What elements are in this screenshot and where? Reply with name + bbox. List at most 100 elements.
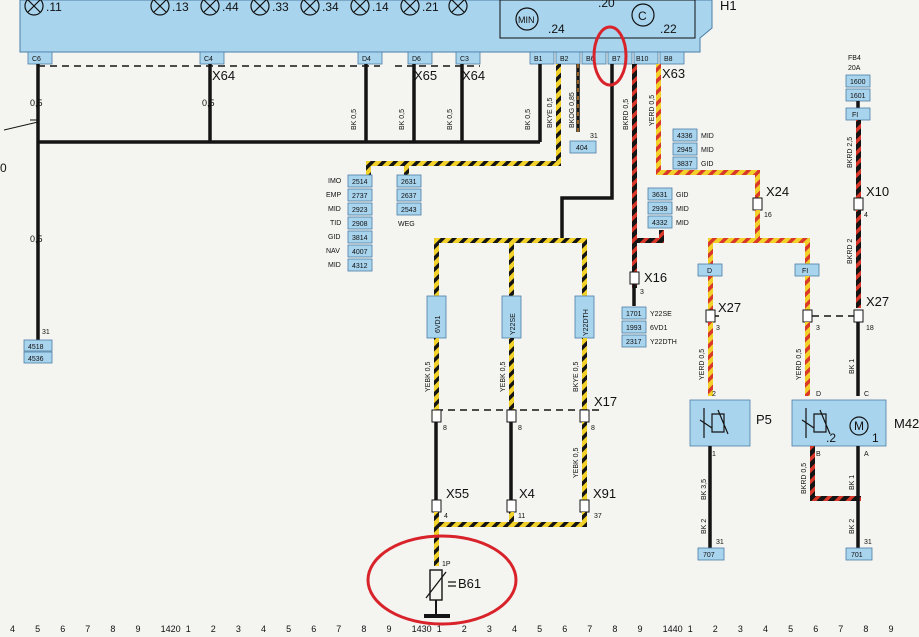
pin-label: B10: [636, 56, 649, 63]
wire-b10-branch: [632, 238, 664, 243]
ground-code: 707: [703, 552, 715, 559]
wire-label: BKRD 0,5: [801, 463, 808, 494]
variant-label: TID: [330, 220, 341, 227]
wire-label: BK 0,5: [447, 109, 454, 130]
pin-number: 8: [518, 425, 522, 432]
wire-b8-yerd: [656, 64, 661, 174]
ruler-number: 3: [487, 624, 492, 634]
wire-label: YERD 0,5: [699, 349, 706, 380]
variant-code: 3837: [677, 161, 693, 168]
sensor-b61-icon: [424, 569, 456, 618]
variant-code: 1993: [626, 325, 642, 332]
wire-b2-drop-a: [366, 161, 371, 175]
ruler-number: 4: [10, 624, 15, 634]
wire-label: BK 0,5: [351, 109, 358, 130]
cluster-lamps: .11 .13 .44 .33 .34 .14 .21: [24, 0, 468, 16]
ruler-number: 4: [763, 624, 768, 634]
ruler-number: 2: [713, 624, 718, 634]
variant-label: IMO: [328, 178, 342, 185]
variant-code: 2939: [652, 206, 668, 213]
wire-label: YERD 0,5: [796, 349, 803, 380]
gauge-module: [499, 0, 696, 39]
ground-code: 701: [851, 552, 863, 559]
variant-code: 4312: [352, 263, 368, 270]
x16-connector-icon: [629, 271, 640, 285]
motor-label: M: [854, 419, 864, 433]
x24-label: X24: [766, 184, 789, 199]
wire-d-down: [708, 276, 713, 310]
component-p5: [689, 399, 751, 447]
lamp-label: .44: [222, 0, 239, 14]
ruler-number: 7: [838, 624, 843, 634]
cluster-label: H1: [720, 0, 737, 13]
wire-y22se-down: [509, 338, 514, 414]
variant-label: GID: [328, 234, 340, 241]
pin-number: 37: [594, 513, 602, 520]
wire-b10-bkrd: [632, 64, 637, 242]
variant-code: 2908: [352, 221, 368, 228]
variant-label: Y22SE: [650, 311, 672, 318]
min-label: MIN: [518, 15, 535, 25]
min-gauge-icon: [515, 7, 539, 31]
variant-code: 2945: [677, 147, 693, 154]
wire-label: BK 1: [849, 475, 856, 490]
edge-lead: [3, 119, 39, 131]
variant-label: EMP: [326, 192, 342, 199]
lamp-icon: [250, 0, 270, 16]
lamp-icon: [350, 0, 370, 16]
x55-label: X55: [446, 486, 469, 501]
wire-label: BK 1: [849, 359, 856, 374]
ground-box-707: [697, 547, 725, 561]
cluster-pins: C6 C4 D4 D6 C3 B1 B2 B6 B7 B10 B8: [27, 51, 685, 65]
variant-box-5: 1701 1993 2317 Y22SE 6VD1 Y22DTH: [621, 306, 677, 348]
variant-code: 2923: [352, 207, 368, 214]
m42-label: M42: [894, 416, 919, 431]
wire-label: YERD 0,5: [649, 95, 656, 126]
ruler-number: 6: [311, 624, 316, 634]
variant-label: GID: [676, 192, 688, 199]
variant-label: MID: [328, 262, 341, 269]
lamp-label: .14: [372, 0, 389, 14]
ruler-number: 1: [186, 624, 191, 634]
ruler-number: 3: [236, 624, 241, 634]
x91-connector-icon: [579, 499, 590, 513]
ruler-number: 1440: [663, 624, 683, 634]
tag-label: D: [707, 268, 712, 275]
pin-number: 3: [816, 325, 820, 332]
ground-box-404: [569, 140, 597, 154]
ruler-number: 2: [462, 624, 467, 634]
ruler-number: 1: [437, 624, 442, 634]
pin-number: 31: [590, 133, 598, 140]
ruler-number: 7: [587, 624, 592, 634]
variant-label: WEG: [398, 221, 415, 228]
ground-box-701: [845, 547, 873, 561]
lamp-icon: [200, 0, 220, 16]
component-m42: [791, 399, 887, 447]
pin-number: B: [816, 451, 821, 458]
motor-icon: [849, 416, 869, 436]
variant-code: 2637: [401, 193, 417, 200]
pin-number: 8: [443, 425, 447, 432]
ladder-bottom-bus: [434, 522, 587, 527]
pin-label: B6: [586, 56, 595, 63]
pin-number: 4: [864, 212, 868, 219]
lamp-label: .21: [422, 0, 439, 14]
ruler-number: 1430: [412, 624, 432, 634]
x17-label: X17: [594, 394, 617, 409]
wire-label: YEBK 0,5: [425, 362, 432, 392]
variant-code: 3631: [652, 192, 668, 199]
ground-code: 4536: [28, 356, 44, 363]
wire-label: BKRD 0,5: [623, 99, 630, 130]
x27-label-b: X27: [866, 294, 889, 309]
x4-label: X4: [519, 486, 535, 501]
x10-label: X10: [866, 184, 889, 199]
gauge-label-20: .20: [598, 0, 615, 10]
pin-number: 16: [764, 212, 772, 219]
variant-code: 3814: [352, 235, 368, 242]
tag-label: FI: [802, 268, 808, 275]
lamp-label: .34: [322, 0, 339, 14]
wire-x91-down: [582, 512, 587, 526]
variant-label: MID: [701, 133, 714, 140]
